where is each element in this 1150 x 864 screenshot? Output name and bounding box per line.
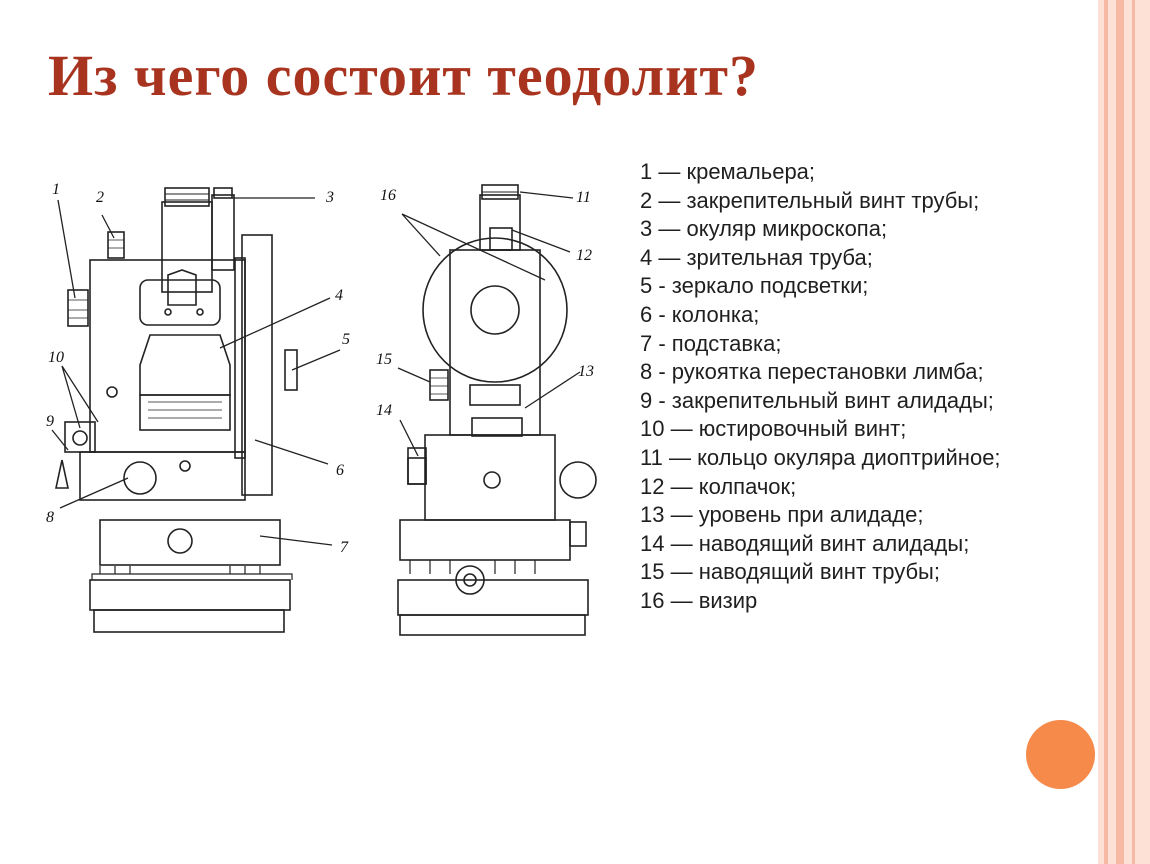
callout-12: 12 (576, 247, 592, 264)
legend-item: 16 — визир (640, 587, 758, 613)
slide-right-border (1098, 0, 1150, 864)
callout-1: 1 (52, 181, 60, 198)
callout-8: 8 (46, 509, 54, 526)
legend-item: 10 — юстировочный винт; (640, 416, 907, 442)
legend-item: 1 — кремальера; (640, 159, 816, 184)
callout-10: 10 (48, 349, 64, 366)
legend-item: 5 - зеркало подсветки; (640, 273, 869, 299)
callout-16: 16 (380, 187, 396, 204)
callout-11: 11 (576, 189, 591, 206)
callout-14: 14 (376, 402, 392, 419)
legend-item: 11 — кольцо окуляра диоптрийное; (640, 444, 1001, 470)
legend-item: 4 — зрительная труба; (640, 244, 873, 270)
slide-title: Из чего состоит теодолит? (48, 43, 759, 108)
parts-legend: 1 — кремальера; 2 — закрепительный винт … (640, 158, 1001, 616)
callout-5: 5 (342, 331, 350, 348)
legend-item: 12 — колпачок; (640, 473, 797, 499)
legend-item: 9 - закрепительный винт алидады; (640, 387, 994, 413)
legend-item: 14 — наводящий винт алидады; (640, 530, 970, 556)
callout-7: 7 (340, 539, 349, 556)
legend-item: 7 - подставка; (640, 330, 782, 356)
callout-4: 4 (335, 287, 343, 304)
legend-item: 6 - колонка; (640, 301, 760, 327)
decorative-orange-dot (1026, 720, 1095, 789)
legend-item: 3 — окуляр микроскопа; (640, 216, 888, 242)
callout-2: 2 (96, 189, 104, 206)
callout-3: 3 (325, 189, 334, 206)
theodolite-side-view (55, 187, 298, 633)
callout-13: 13 (578, 363, 594, 380)
callout-6: 6 (336, 462, 344, 479)
legend-item: 13 — уровень при алидаде; (640, 502, 924, 528)
theodolite-front-view (397, 184, 597, 636)
legend-item: 2 — закрепительный винт трубы; (640, 187, 980, 213)
callout-9: 9 (46, 413, 54, 430)
legend-item: 8 - рукоятка перестановки лимба; (640, 359, 984, 385)
callout-15: 15 (376, 351, 392, 368)
theodolite-diagram: 1 2 3 4 5 6 7 8 9 10 11 12 13 14 15 16 (46, 181, 597, 636)
legend-item: 15 — наводящий винт трубы; (640, 559, 940, 585)
